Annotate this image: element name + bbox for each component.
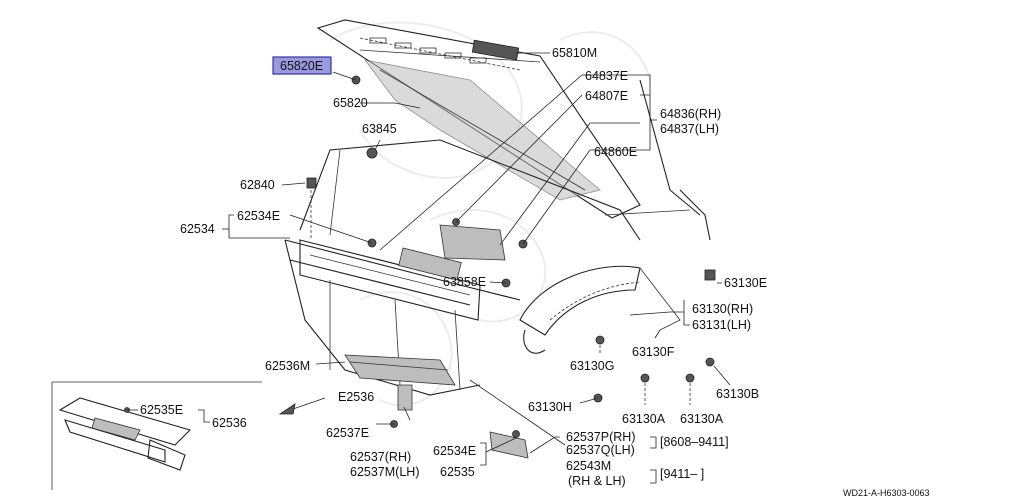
clip-63130E <box>704 269 716 281</box>
label-63130F[interactable]: 63130F <box>632 345 675 359</box>
part-labels: 65820E 65810M 64837E 64807E 64836(RH) 64… <box>140 46 930 498</box>
label-63131LH[interactable]: 63131(LH) <box>692 318 751 332</box>
screw-63130A-2 <box>685 373 695 383</box>
label-64837E[interactable]: 64837E <box>585 69 628 83</box>
label-63130A-2[interactable]: 63130A <box>680 412 724 426</box>
label-62536-inset[interactable]: 62536 <box>212 416 247 430</box>
label-62537RH[interactable]: 62537(RH) <box>350 450 411 464</box>
label-63130A-1[interactable]: 63130A <box>622 412 666 426</box>
label-62534E-top[interactable]: 62534E <box>237 209 280 223</box>
label-63130B[interactable]: 63130B <box>716 387 759 401</box>
label-64860E[interactable]: 64860E <box>594 145 637 159</box>
label-64807E[interactable]: 64807E <box>585 89 628 103</box>
label-63130E[interactable]: 63130E <box>724 276 767 290</box>
hood <box>316 19 641 219</box>
label-63845[interactable]: 63845 <box>362 122 397 136</box>
label-E2536[interactable]: E2536 <box>338 390 374 404</box>
footer-code: WD21-A-H6303-0063 <box>843 488 930 498</box>
hood-lock-bracket <box>439 224 506 261</box>
label-62543M[interactable]: 62543M <box>566 459 611 473</box>
bumper-62840 <box>306 177 317 189</box>
label-62537Q[interactable]: 62537Q(LH) <box>566 443 635 457</box>
highlight-65820E-box[interactable] <box>272 56 332 75</box>
radiator-support-62534 <box>299 239 481 391</box>
label-63858E[interactable]: 63858E <box>443 275 486 289</box>
label-63130RH[interactable]: 63130(RH) <box>692 302 753 316</box>
clip-63130A-1 <box>640 373 650 383</box>
label-65820E[interactable]: 65820E <box>280 59 323 73</box>
clip-63130B <box>705 357 715 367</box>
bottom-brackets <box>397 384 529 459</box>
label-date-1: [8608–9411] <box>660 435 729 449</box>
hood-seal-65810M <box>471 39 520 61</box>
label-rh-lh: (RH & LH) <box>568 474 626 488</box>
screw-62534E <box>512 430 520 438</box>
label-62840[interactable]: 62840 <box>240 178 275 192</box>
fasteners <box>306 75 716 438</box>
label-date-2: [9411– ] <box>660 467 704 481</box>
label-65810M[interactable]: 65810M <box>552 46 597 60</box>
label-62537P[interactable]: 62537P(RH) <box>566 430 635 444</box>
label-63130H[interactable]: 63130H <box>528 400 572 414</box>
inset-view <box>51 381 262 490</box>
label-64837LH[interactable]: 64837(LH) <box>660 122 719 136</box>
label-62534[interactable]: 62534 <box>180 222 215 236</box>
splash-shield-63130 <box>519 265 681 354</box>
label-65820[interactable]: 65820 <box>333 96 368 110</box>
label-64836RH[interactable]: 64836(RH) <box>660 107 721 121</box>
label-63130G[interactable]: 63130G <box>570 359 614 373</box>
lower-panel-62536 <box>344 354 456 386</box>
inset-arrow <box>278 397 326 415</box>
leader-lines <box>127 52 731 484</box>
bolt-63845 <box>366 147 378 159</box>
label-62537E[interactable]: 62537E <box>326 426 369 440</box>
label-62534E-bottom[interactable]: 62534E <box>433 444 476 458</box>
label-62536M[interactable]: 62536M <box>265 359 310 373</box>
screw-63130G <box>595 335 605 345</box>
label-62535E[interactable]: 62535E <box>140 403 183 417</box>
watermark <box>329 21 651 407</box>
label-62537MLH[interactable]: 62537M(LH) <box>350 465 419 479</box>
label-62535[interactable]: 62535 <box>440 465 475 479</box>
